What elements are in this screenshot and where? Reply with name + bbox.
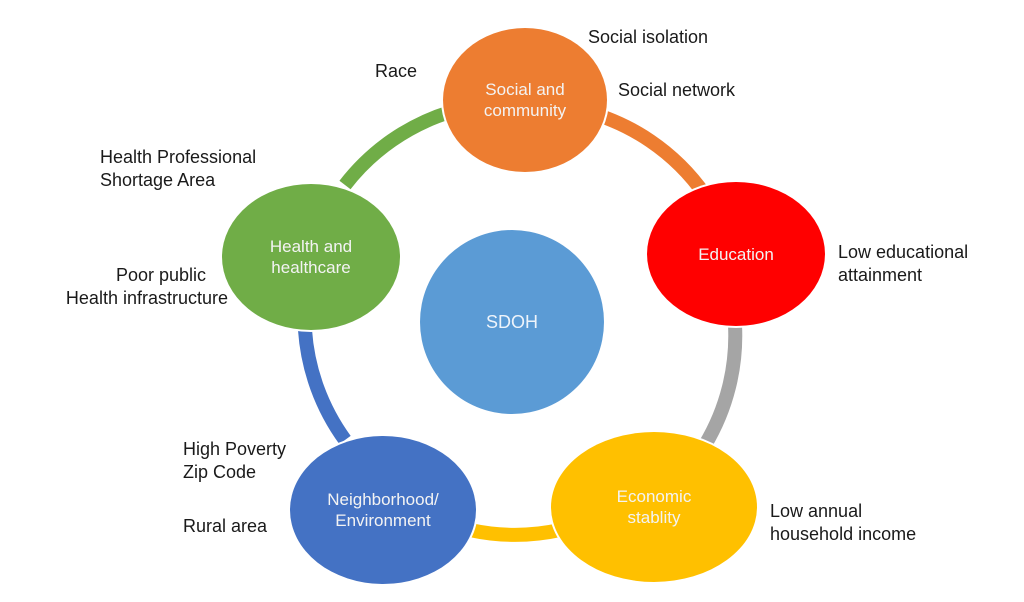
node-label: Economic <box>616 487 692 506</box>
factor-line: Zip Code <box>183 462 257 482</box>
factor-line: Low annual <box>770 501 863 521</box>
ring-segment-health-social <box>339 105 453 190</box>
node-social-community: Social and community <box>443 28 607 172</box>
factor-poor-public-health: Poor public Health infrastructure <box>38 264 228 310</box>
node-label: healthcare <box>271 258 351 277</box>
node-economic-stability: Economic stablity <box>551 432 757 582</box>
node-label: Environment <box>335 511 431 530</box>
node-label: Education <box>698 244 774 264</box>
factor-line: household income <box>770 524 917 544</box>
factor-health-professional-shortage: Health Professional Shortage Area <box>100 146 256 192</box>
ring-segment-economic-neighborhood <box>468 523 562 542</box>
factor-high-poverty-zip: High Poverty Zip Code <box>183 438 286 484</box>
factor-low-educational-attainment: Low educational attainment <box>838 241 968 287</box>
node-health-healthcare: Health and healthcare <box>222 184 400 330</box>
factor-rural-area: Rural area <box>183 516 268 536</box>
factor-line: attainment <box>838 265 923 285</box>
node-label: Neighborhood/ <box>327 490 439 509</box>
factor-race: Race <box>375 61 418 81</box>
factor-line: Shortage Area <box>100 170 216 190</box>
node-neighborhood-environment: Neighborhood/ Environment <box>290 436 476 584</box>
factor-social-network: Social network <box>618 80 736 100</box>
factor-line: Poor public <box>115 265 206 285</box>
factor-line: Health Professional <box>100 147 257 167</box>
factor-low-household-income: Low annual household income <box>770 500 916 546</box>
node-education: Education <box>647 182 825 326</box>
node-label: Social and <box>485 80 565 99</box>
node-label: Health and <box>269 237 353 256</box>
node-label: community <box>483 101 567 120</box>
factor-line: High Poverty <box>183 439 287 459</box>
factor-line: Health infrastructure <box>65 288 228 308</box>
ring-segment-neighborhood-health <box>298 329 351 445</box>
factor-line: Low educational <box>838 242 969 262</box>
factor-social-isolation: Social isolation <box>588 27 709 47</box>
sdoh-center-circle: SDOH <box>420 230 604 414</box>
ring-segment-education-economic <box>698 324 743 449</box>
sdoh-label: SDOH <box>485 311 538 332</box>
node-label: stablity <box>627 508 681 527</box>
